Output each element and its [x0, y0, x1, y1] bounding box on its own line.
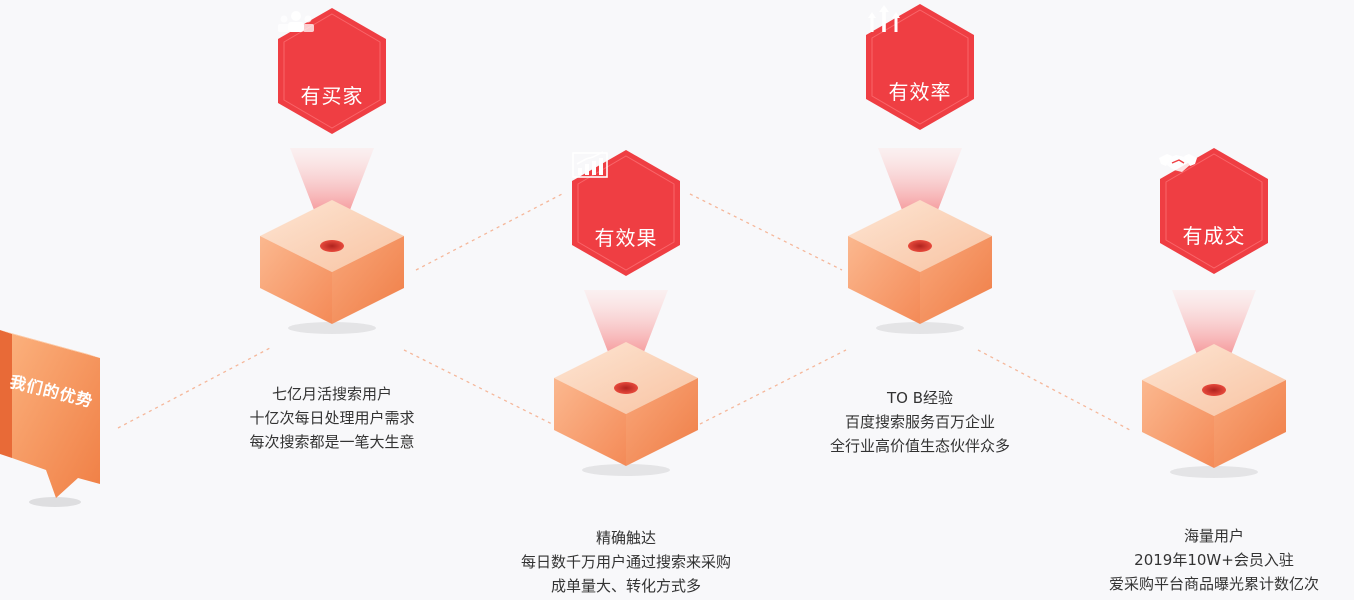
desc-line: 成单量大、转化方式多	[550, 577, 701, 595]
hex-title: 有买家	[300, 84, 364, 108]
cube	[1142, 344, 1286, 478]
cube	[554, 342, 698, 476]
hex-badge-efficiency: 有效率	[864, 4, 976, 132]
node-efficiency: 有效率 TO B经验 百度搜索服务百万企业 全行业高价值生态伙伴众多	[830, 0, 1010, 600]
cube	[848, 200, 992, 334]
light-beam	[1172, 290, 1256, 388]
node-results: 有效果 精确触达 每日数千万用户通过搜索来采购 成单量大、转化方式多	[521, 0, 731, 600]
hex-title: 有效率	[888, 80, 952, 104]
hex-badge-results: 有效果	[570, 150, 682, 278]
connector-line	[415, 193, 563, 271]
users-icon	[278, 11, 314, 32]
advantages-badge	[0, 330, 100, 507]
desc-line: 每日数千万用户通过搜索来采购	[520, 553, 731, 571]
hex-badge-deals: 有成交	[1158, 148, 1270, 276]
node-description: 七亿月活搜索用户 十亿次每日处理用户需求 每次搜索都是一笔大生意	[192, 382, 472, 454]
node-description: 海量用户 2019年10W+会员入驻 爱采购平台商品曝光累计数亿次	[1074, 524, 1354, 596]
node-description: 精确触达 每日数千万用户通过搜索来采购 成单量大、转化方式多	[486, 526, 766, 598]
hex-badge-buyers: 有买家	[276, 8, 388, 136]
node-buyers: 有买家 七亿月活搜索用户 十亿次每日处理用户需求 每次搜索都是一笔大生意	[249, 0, 415, 600]
connector-line	[117, 347, 271, 429]
node-deals: 有成交 海量用户 2019年10W+会员入驻 爱采购平台商品曝光累计数亿次	[1109, 0, 1319, 600]
connector-line	[977, 349, 1131, 431]
desc-line: 精确触达	[595, 529, 656, 547]
desc-line: 七亿月活搜索用户	[271, 385, 392, 403]
node-description: TO B经验 百度搜索服务百万企业 全行业高价值生态伙伴众多	[780, 386, 1060, 458]
desc-line: 海量用户	[1183, 527, 1244, 545]
arrows-up-icon	[868, 5, 900, 32]
chart-rising-icon	[572, 151, 608, 178]
desc-line: 百度搜索服务百万企业	[844, 413, 995, 431]
desc-line: 每次搜索都是一笔大生意	[249, 433, 415, 451]
desc-line: 全行业高价值生态伙伴众多	[829, 437, 1010, 455]
desc-line: 十亿次每日处理用户需求	[249, 409, 415, 427]
light-beam	[878, 148, 962, 246]
connector-line	[689, 193, 843, 271]
connector-lines	[117, 193, 1131, 431]
handshake-icon	[1159, 154, 1197, 172]
desc-line: 爱采购平台商品曝光累计数亿次	[1108, 575, 1319, 593]
hex-title: 有成交	[1182, 224, 1246, 248]
hex-title: 有效果	[594, 226, 658, 250]
advantages-diagram: 我们的优势	[0, 4, 1319, 595]
light-beam	[290, 148, 374, 246]
desc-line: 2019年10W+会员入驻	[1134, 551, 1294, 569]
desc-line: TO B经验	[886, 389, 954, 407]
cube	[260, 200, 404, 334]
light-beam	[584, 290, 668, 388]
